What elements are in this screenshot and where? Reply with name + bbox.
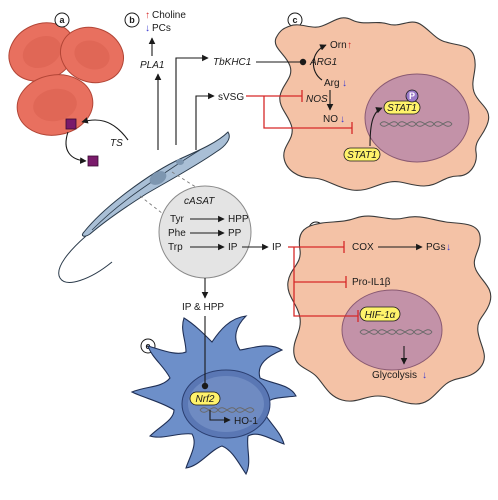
casat-label: cASAT xyxy=(184,196,215,207)
phospho-label: P xyxy=(409,91,415,101)
no-down-arrow: ↓ xyxy=(340,114,345,125)
panel-badge-b: b xyxy=(124,12,140,28)
no-label: NO xyxy=(323,114,338,125)
dna-helix-e xyxy=(199,407,255,413)
ho1-label: HO-1 xyxy=(234,416,258,427)
arrow-ts-to-rbc xyxy=(81,117,129,141)
glycolysis-down-arrow: ↓ xyxy=(422,370,427,381)
ip-hpp-label: IP & HPP xyxy=(182,302,224,313)
macrophage-nucleus-c xyxy=(364,73,470,163)
nos-label: NOS xyxy=(306,94,328,105)
ts-label: TS xyxy=(110,138,123,149)
hif-highlight xyxy=(359,306,401,322)
choline-up-arrow: ↑ xyxy=(145,10,150,21)
arrow-parasite-to-svsg xyxy=(195,92,215,150)
trypanosome-parasite xyxy=(58,131,230,283)
glycolysis-label: Glycolysis xyxy=(372,370,417,381)
parasite-nucleus xyxy=(149,171,167,185)
dna-helix-c xyxy=(379,121,453,127)
stat1-nuclear-highlight xyxy=(383,100,421,115)
pcs-label: PCs xyxy=(152,23,171,34)
choline-label: Choline xyxy=(152,10,186,21)
svg-text:b: b xyxy=(129,15,135,25)
tyr-label: Tyr xyxy=(170,214,185,225)
hif-label: HIF-1α xyxy=(365,310,396,321)
arg-label: Arg xyxy=(324,78,340,89)
purple-marker-on-rbc xyxy=(65,118,77,130)
arg-down-arrow: ↓ xyxy=(342,78,347,89)
orn-up-arrow: ↑ xyxy=(347,40,352,51)
arrow-rbc-to-release xyxy=(65,131,87,164)
arrow-parasite-to-tbkhc1 xyxy=(175,54,209,145)
svg-text:c: c xyxy=(292,15,297,25)
arrow-arg-to-orn xyxy=(312,44,327,81)
tbkhc1-label: TbKHC1 xyxy=(213,57,251,68)
cox-label: COX xyxy=(352,242,374,253)
pro-il1b-label: Pro-IL1β xyxy=(352,277,391,288)
red-blood-cell-cluster xyxy=(8,22,124,136)
arg1-label: ARG1 xyxy=(309,57,337,68)
svg-text:a: a xyxy=(59,15,65,25)
nrf2-junction-dot xyxy=(201,382,209,390)
stat1-cyto-label: STAT1 xyxy=(347,150,377,161)
inhibit-svsg-stat1 xyxy=(263,96,352,129)
phe-label: Phe xyxy=(168,228,186,239)
purple-marker-released xyxy=(87,155,99,167)
ip-out-label: IP xyxy=(272,242,282,253)
ip-label: IP xyxy=(228,242,238,253)
stat1-nuclear-label: STAT1 xyxy=(387,103,417,114)
arrow-nrf2-to-ho1 xyxy=(209,410,231,424)
hpp-label: HPP xyxy=(228,214,249,225)
arg1-junction-dot xyxy=(299,58,307,66)
svsg-label: sVSG xyxy=(218,92,244,103)
pgs-label: PGs xyxy=(426,242,445,253)
pgs-down-arrow: ↓ xyxy=(446,242,451,253)
nrf2-highlight xyxy=(189,391,221,406)
dna-helix-d xyxy=(359,329,433,335)
stat1-cyto-highlight xyxy=(343,147,381,162)
pp-label: PP xyxy=(228,228,242,239)
trp-label: Trp xyxy=(168,242,183,253)
pcs-down-arrow: ↓ xyxy=(145,23,150,34)
nrf2-label: Nrf2 xyxy=(196,394,215,405)
orn-label: Orn xyxy=(330,40,347,51)
phospho-circle xyxy=(405,89,419,103)
pla1-label: PLA1 xyxy=(140,60,164,71)
panel-badge-a: a xyxy=(54,12,70,28)
arrow-stat1-into-nucleus xyxy=(369,107,383,147)
